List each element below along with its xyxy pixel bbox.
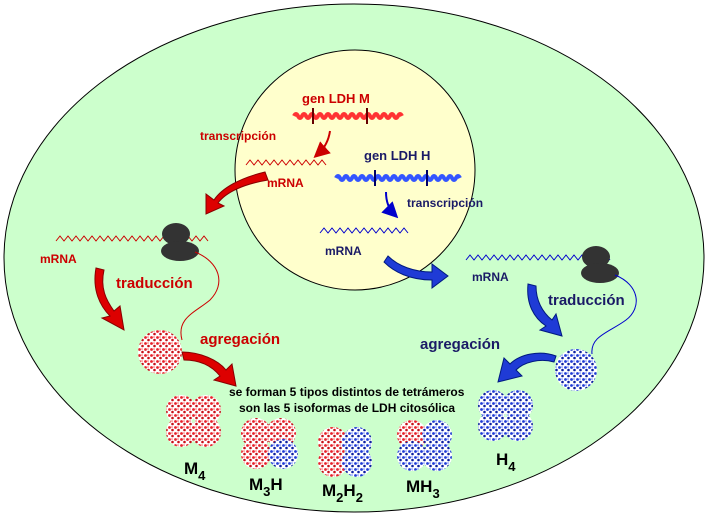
nascent-chain-m <box>180 251 220 341</box>
gene-ldh-m-label: gen LDH M <box>302 91 370 106</box>
tetramer-m2h2 <box>318 427 372 477</box>
translation-h-label: traducción <box>548 292 625 309</box>
translation-m-label: traducción <box>116 275 193 292</box>
nascent-chain-h <box>591 274 637 355</box>
mrna-m-nucleus-strand <box>245 159 327 166</box>
protein-subunit-icon <box>138 330 182 374</box>
transcription-m-label: transcripción <box>200 129 276 143</box>
mrna-h-nucleus-label: mRNA <box>325 244 362 258</box>
aggregation-h-arrow <box>497 352 557 383</box>
isoform-label-m3h: M3H <box>249 475 283 499</box>
gene-ldh-m <box>292 108 404 124</box>
gene-ldh-h <box>334 170 462 186</box>
ribosome-icon <box>581 246 619 283</box>
aggregation-m-arrow <box>181 351 237 387</box>
mrna-h-nucleus-strand <box>319 227 409 234</box>
ribosome-icon <box>161 223 199 261</box>
translation-h-arrow <box>527 283 563 337</box>
translation-m-arrow <box>94 267 125 331</box>
isoform-label-m2h2: M2H2 <box>322 481 363 505</box>
mrna-m-cyto-label: mRNA <box>40 252 77 266</box>
transcription-h-label: transcripción <box>407 196 483 210</box>
mrna-m-nucleus-label: mRNA <box>267 176 304 190</box>
nucleus <box>234 49 476 291</box>
export-m-arrow <box>205 171 269 215</box>
isoform-label-mh3: MH3 <box>406 477 440 501</box>
protein-subunit-icon <box>555 349 597 391</box>
export-h-arrow <box>383 255 449 289</box>
tetramer-m4 <box>166 395 221 447</box>
aggregation-h-label: agregación <box>420 336 500 353</box>
tetramer-m3h <box>241 418 298 469</box>
isoform-label-h4: H4 <box>496 450 516 474</box>
gene-ldh-h-label: gen LDH H <box>364 148 430 163</box>
isoform-label-m4: M4 <box>184 459 206 483</box>
transcription-m-arrow <box>313 130 331 159</box>
mrna-h-cyto-label: mRNA <box>472 270 509 284</box>
tetramer-mh3 <box>397 420 452 471</box>
caption-line-2: son las 5 isoformas de LDH citosólica <box>239 401 455 415</box>
aggregation-m-label: agregación <box>200 331 280 348</box>
tetramer-h4 <box>478 390 533 441</box>
transcription-h-arrow <box>381 191 399 219</box>
caption-line-1: se forman 5 tipos distintos de tetrámero… <box>229 385 465 399</box>
